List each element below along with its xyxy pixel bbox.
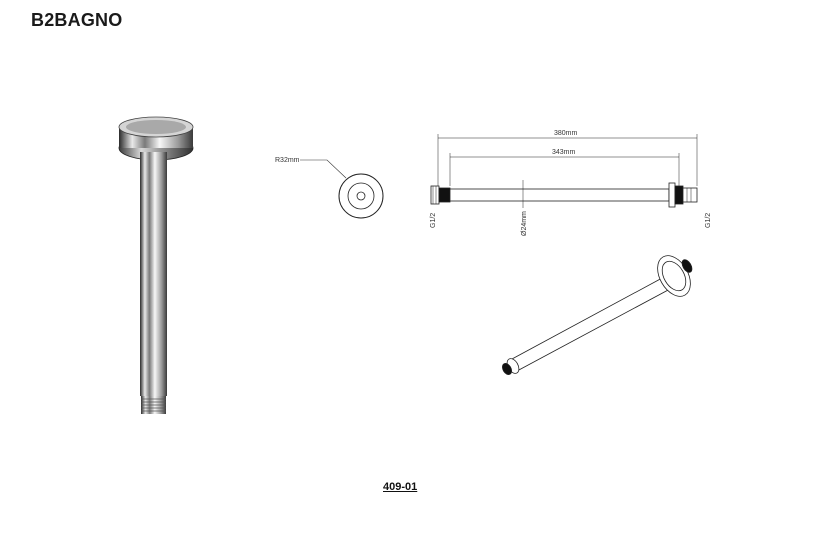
iso-flange-outer: [657, 255, 691, 297]
side-view-drawing: [430, 134, 698, 208]
right-nut: [674, 185, 684, 205]
product-photo: [118, 116, 194, 414]
iso-flange-inner: [661, 260, 687, 292]
product-code: 409-01: [383, 481, 418, 493]
left-nut: [438, 187, 451, 203]
diameter-label: Ø24mm: [521, 211, 528, 236]
brand-suffix: BAGNO: [54, 10, 123, 30]
iso-thread-end: [502, 363, 512, 375]
flange-top-view: [300, 159, 384, 219]
brand-digit: 2: [44, 10, 55, 30]
thread-right-label: G1/2: [705, 213, 712, 228]
thread-left-label: G1/2: [430, 213, 437, 228]
brand-prefix: B: [31, 10, 45, 30]
pipe-edge-top: [511, 276, 665, 360]
flange-profile: [668, 182, 676, 208]
isometric-drawing: [502, 255, 693, 375]
radius-leader: [300, 159, 347, 179]
radius-label: R32mm: [275, 157, 300, 164]
thread-lines: [141, 398, 166, 412]
left-thread-stub: [430, 185, 440, 205]
inner-length-label: 343mm: [552, 149, 576, 156]
arm-pipe: [140, 152, 167, 396]
flange-top-inner: [126, 120, 186, 134]
right-thread-stub: [682, 187, 698, 203]
pipe-edge-bottom: [516, 288, 671, 372]
overall-length-label: 380mm: [554, 130, 578, 137]
pipe-body: [449, 188, 670, 202]
brand-logo: B2BAGNO: [31, 10, 122, 31]
iso-nut: [681, 259, 693, 273]
